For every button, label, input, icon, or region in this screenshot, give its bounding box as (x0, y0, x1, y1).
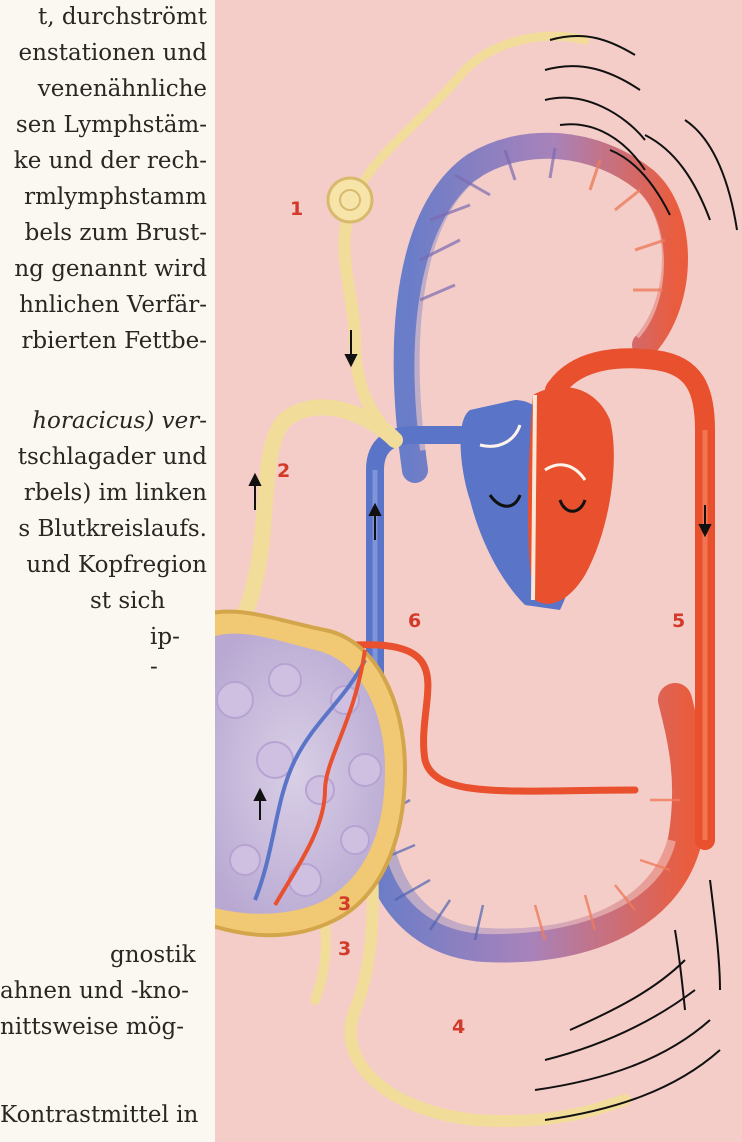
text-column: t, durchströmt enstationen und venenähnl… (0, 0, 215, 1142)
text-line: ip- (150, 622, 180, 652)
text-line: tschlagader und (18, 442, 207, 472)
text-line: gnostik (110, 940, 196, 970)
text-line: bels zum Brust- (25, 218, 207, 248)
lymph-node-small (328, 178, 372, 222)
label-3b: 3 (338, 938, 351, 960)
text-line: s Blutkreislaufs. (18, 514, 207, 544)
heart (461, 387, 614, 610)
label-3a: 3 (338, 893, 351, 915)
text-line: st sich (90, 586, 165, 616)
text-line: enstationen und (18, 38, 207, 68)
text-line: Kontrastmittel in (0, 1100, 198, 1130)
text-line: rbels) im linken (24, 478, 207, 508)
text-line: und Kopfregion (26, 550, 207, 580)
label-1: 1 (290, 198, 303, 220)
text-line: sen Lymphstäm- (16, 110, 207, 140)
text-line: ke und der rech- (14, 146, 207, 176)
text-line: - (150, 652, 158, 682)
text-line: rbierten Fettbe- (21, 326, 207, 356)
text-line: hnlichen Verfär- (19, 290, 207, 320)
circulation-diagram (215, 0, 742, 1142)
text-line: ng genannt wird (14, 254, 207, 284)
label-4: 4 (452, 1016, 465, 1038)
label-2: 2 (277, 460, 290, 482)
label-5: 5 (672, 610, 685, 632)
label-6: 6 (408, 610, 421, 632)
circulation-illustration: 1 2 3 3 4 5 6 (215, 0, 742, 1142)
text-line: venenähnliche (38, 74, 207, 104)
text-line: horacicus) ver- (32, 406, 207, 436)
text-line: t, durchströmt (38, 2, 207, 32)
text-line: rmlymphstamm (24, 182, 207, 212)
text-line: ahnen und -kno- (0, 976, 189, 1006)
text-line: nittsweise mög- (0, 1012, 184, 1042)
